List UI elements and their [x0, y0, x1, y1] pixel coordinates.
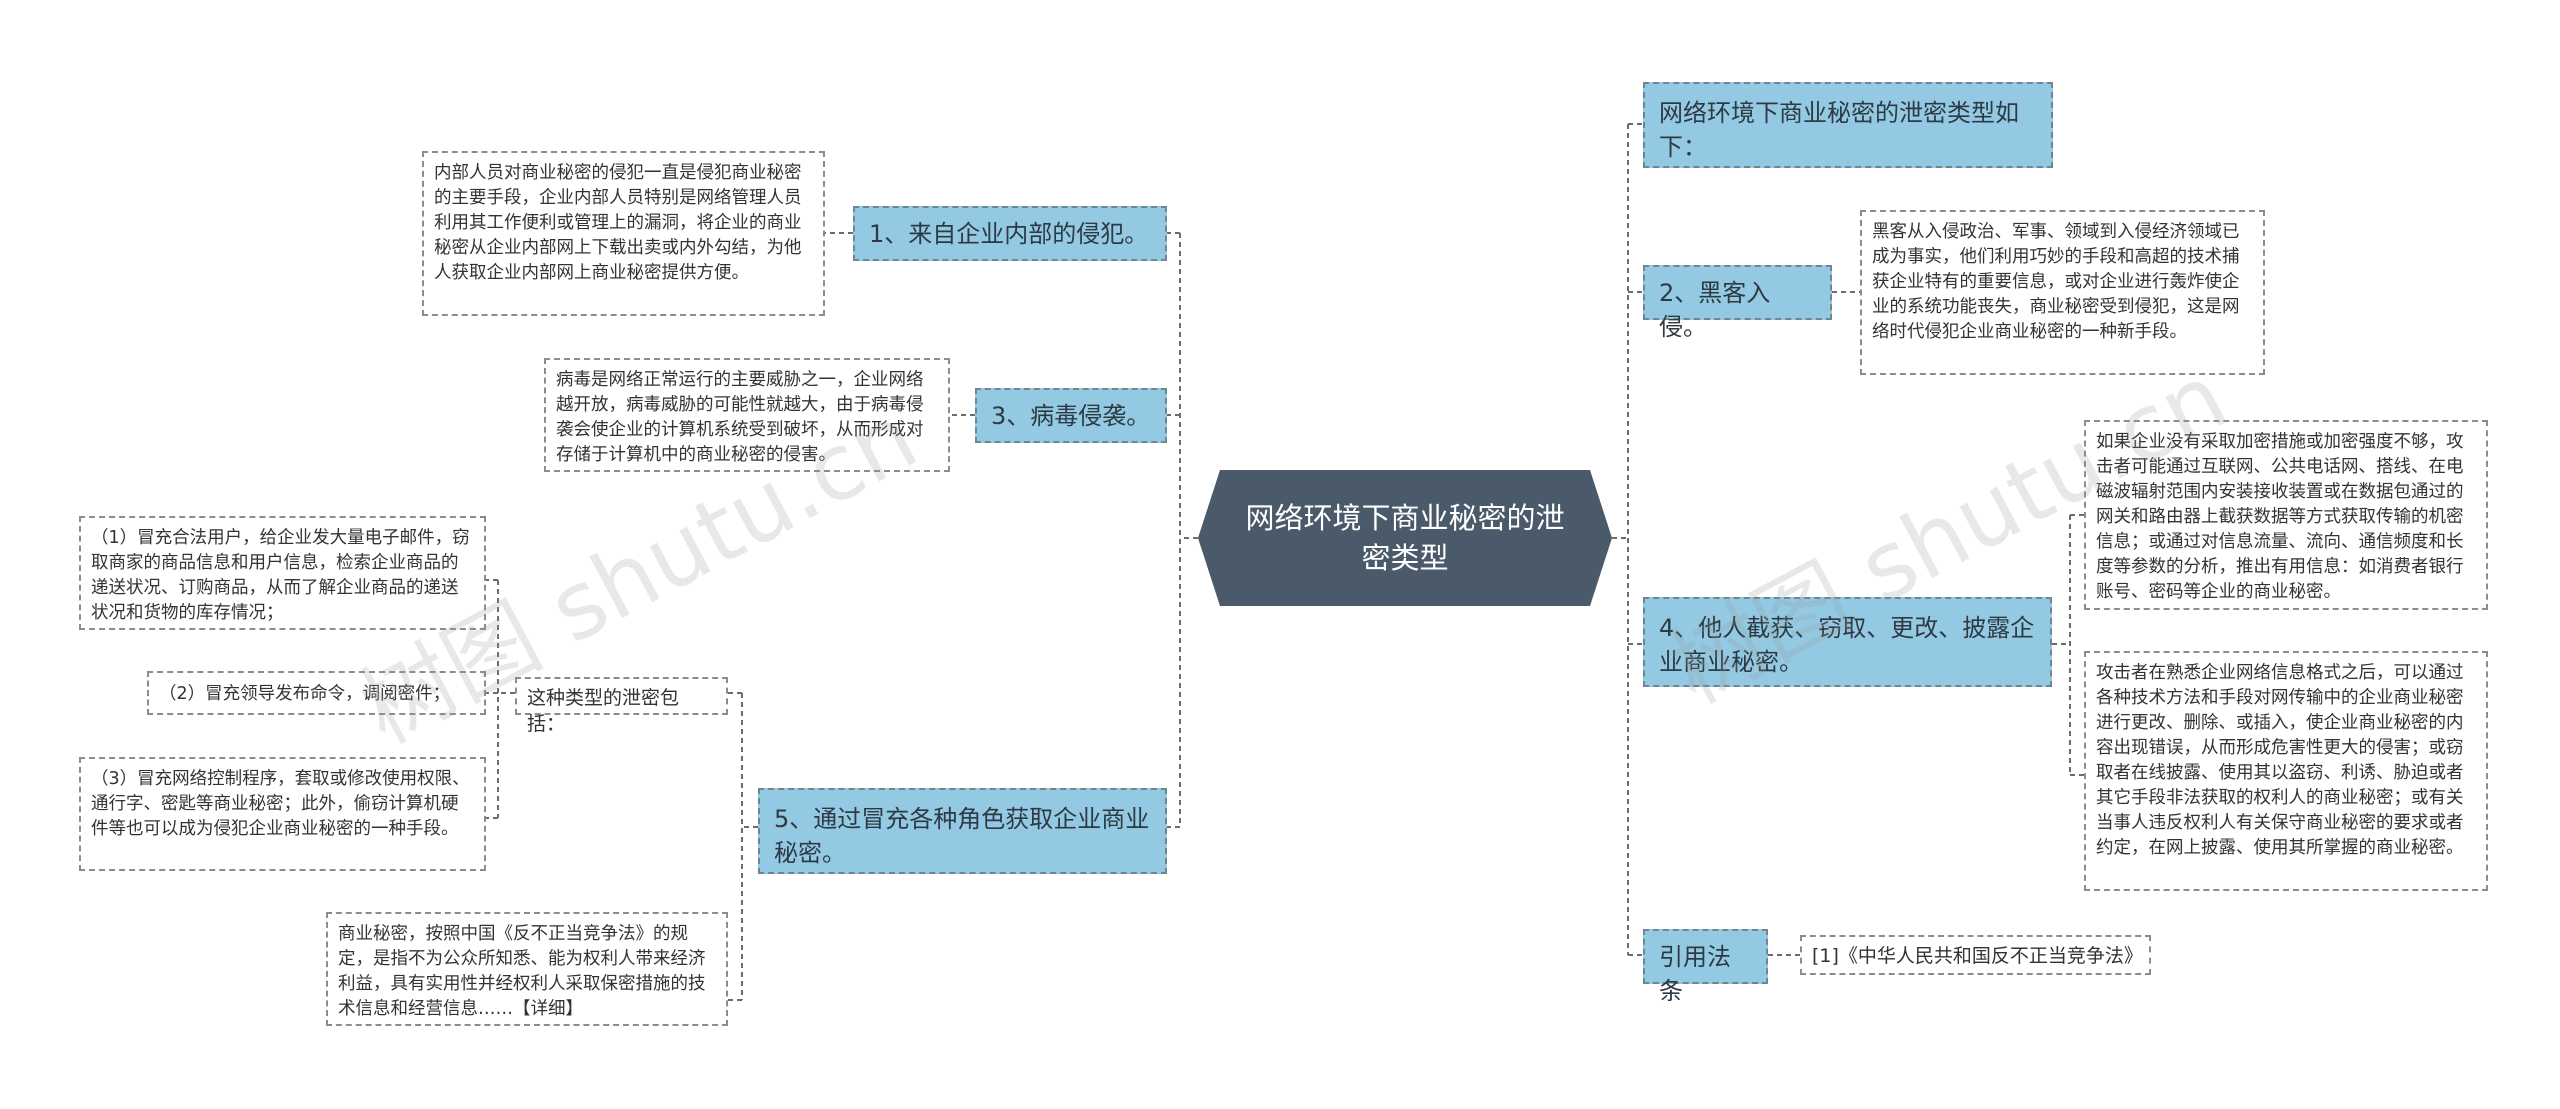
- note-text: 商业秘密，按照中国《反不正当竞争法》的规定，是指不为公众所知悉、能为权利人带来经…: [338, 924, 706, 1019]
- branch-virus-attack[interactable]: 3、病毒侵袭。: [975, 388, 1167, 443]
- branch-impersonation[interactable]: 5、通过冒充各种角色获取企业商业秘密。: [758, 788, 1167, 874]
- root-title: 网络环境下商业秘密的泄密类型: [1245, 501, 1565, 575]
- branch-interception[interactable]: 4、他人截获、窃取、更改、披露企业商业秘密。: [1643, 597, 2052, 687]
- reference-text: [1]《中华人民共和国反不正当竞争法》: [1812, 945, 2143, 967]
- impersonation-item-1[interactable]: （1）冒充合法用户，给企业发大量电子邮件，窃取商家的商品信息和用户信息，检索企业…: [79, 516, 486, 630]
- item-text: （1）冒充合法用户，给企业发大量电子邮件，窃取商家的商品信息和用户信息，检索企业…: [91, 528, 470, 623]
- branch-label: 网络环境下商业秘密的泄密类型如下：: [1659, 99, 2019, 161]
- item-text: （2）冒充领导发布命令，调阅密件；: [159, 684, 451, 704]
- detail-text: 如果企业没有采取加密措施或加密强度不够，攻击者可能通过互联网、公共电话网、搭线、…: [2096, 432, 2464, 602]
- subheading-text: 这种类型的泄密包括：: [527, 687, 680, 735]
- trade-secret-definition-note[interactable]: 商业秘密，按照中国《反不正当竞争法》的规定，是指不为公众所知悉、能为权利人带来经…: [326, 912, 728, 1026]
- branch-hacker-intrusion[interactable]: 2、黑客入侵。: [1643, 265, 1832, 341]
- detail-internal-infringement[interactable]: 内部人员对商业秘密的侵犯一直是侵犯商业秘密的主要手段，企业内部人员特别是网络管理…: [422, 151, 825, 316]
- branch-label: 3、病毒侵袭。: [991, 402, 1151, 430]
- item-text: （3）冒充网络控制程序，套取或修改使用权限、通行字、密匙等商业秘密；此外，偷窃计…: [91, 769, 470, 839]
- detail-hacker-intrusion[interactable]: 黑客从入侵政治、军事、领域到入侵经济领域已成为事实，他们利用巧妙的手段和高超的技…: [1860, 210, 2265, 375]
- root-topic[interactable]: 网络环境下商业秘密的泄密类型: [1198, 470, 1612, 606]
- impersonation-item-3[interactable]: （3）冒充网络控制程序，套取或修改使用权限、通行字、密匙等商业秘密；此外，偷窃计…: [79, 757, 486, 871]
- impersonation-types-heading[interactable]: 这种类型的泄密包括：: [515, 677, 728, 735]
- branch-label: 引用法条: [1659, 943, 1731, 1005]
- detail-text: 攻击者在熟悉企业网络信息格式之后，可以通过各种技术方法和手段对网传输中的企业商业…: [2096, 663, 2464, 858]
- branch-label: 1、来自企业内部的侵犯。: [869, 220, 1149, 248]
- root-hexagon-shape: [1198, 470, 1612, 606]
- detail-text: 病毒是网络正常运行的主要威胁之一，企业网络越开放，病毒威胁的可能性就越大，由于病…: [556, 370, 924, 465]
- branch-label: 2、黑客入侵。: [1659, 279, 1771, 341]
- branch-intro[interactable]: 网络环境下商业秘密的泄密类型如下：: [1643, 82, 2053, 168]
- detail-text: 黑客从入侵政治、军事、领域到入侵经济领域已成为事实，他们利用巧妙的手段和高超的技…: [1872, 222, 2240, 342]
- branch-label: 5、通过冒充各种角色获取企业商业秘密。: [774, 805, 1150, 867]
- detail-virus-attack[interactable]: 病毒是网络正常运行的主要威胁之一，企业网络越开放，病毒威胁的可能性就越大，由于病…: [544, 358, 950, 472]
- branch-internal-infringement[interactable]: 1、来自企业内部的侵犯。: [853, 206, 1167, 261]
- impersonation-item-2[interactable]: （2）冒充领导发布命令，调阅密件；: [147, 671, 486, 715]
- detail-interception-tampering[interactable]: 攻击者在熟悉企业网络信息格式之后，可以通过各种技术方法和手段对网传输中的企业商业…: [2084, 651, 2488, 891]
- detail-text: 内部人员对商业秘密的侵犯一直是侵犯商业秘密的主要手段，企业内部人员特别是网络管理…: [434, 163, 802, 283]
- law-reference[interactable]: [1]《中华人民共和国反不正当竞争法》: [1800, 935, 2151, 975]
- detail-interception-encryption[interactable]: 如果企业没有采取加密措施或加密强度不够，攻击者可能通过互联网、公共电话网、搭线、…: [2084, 420, 2488, 610]
- branch-label: 4、他人截获、窃取、更改、披露企业商业秘密。: [1659, 614, 2035, 676]
- branch-cited-law[interactable]: 引用法条: [1643, 929, 1768, 1005]
